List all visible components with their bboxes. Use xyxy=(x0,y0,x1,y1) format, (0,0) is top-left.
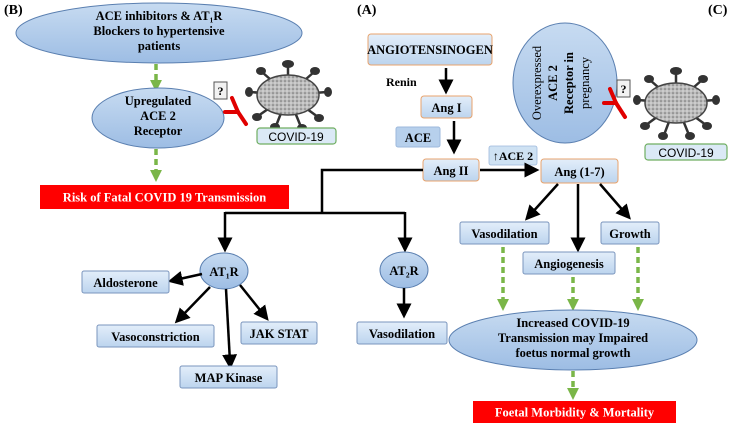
covid-label-box-b xyxy=(256,127,337,145)
overexpressed-line-1: Overexpressed xyxy=(530,45,544,120)
map-kinase-label: MAP Kinase xyxy=(195,371,263,385)
at1r-label: AT₁R xyxy=(209,265,239,279)
at2r-ellipse: AT₂R xyxy=(379,251,429,289)
ang2-label: Ang II xyxy=(433,164,468,178)
increased-covid-ellipse: Increased COVID-19 Transmission may Impa… xyxy=(448,309,698,371)
vasoconstriction-label: Vasoconstriction xyxy=(111,330,199,344)
panel-label-b: (B) xyxy=(4,3,23,18)
question-box-b xyxy=(213,81,228,100)
upregulated-line-3: Receptor xyxy=(134,124,183,138)
vasodilation-c-label: Vasodilation xyxy=(471,227,537,241)
receptor-icon-c xyxy=(602,87,627,119)
vasodilation-at2-label: Vasodilation xyxy=(369,327,435,341)
foetal-banner xyxy=(473,401,676,423)
panel-label-c: (C) xyxy=(708,3,728,18)
overexpressed-line-3: Receptor in xyxy=(562,52,576,114)
ace2-box xyxy=(488,145,538,166)
angiotensinogen-label: ANGIOTENSINOGEN xyxy=(367,43,493,57)
jak-stat-box xyxy=(240,321,318,345)
angiotensinogen-box xyxy=(367,33,493,66)
increased-line-3: foetus normal growth xyxy=(515,346,630,360)
ang1-box xyxy=(420,95,473,119)
ang17-box xyxy=(540,158,619,184)
angiogenesis-box xyxy=(522,251,616,275)
risk-banner xyxy=(40,185,289,209)
branch-ang2-left xyxy=(320,168,423,213)
risk-text: Risk of Fatal COVID 19 Transmission xyxy=(63,191,266,205)
covid-label-box-c xyxy=(644,143,728,161)
ang17-label: Ang (1-7) xyxy=(554,165,604,179)
overexpressed-line-2: ACE 2 xyxy=(546,65,560,101)
upregulated-line-2: ACE 2 xyxy=(140,109,176,123)
aldosterone-box xyxy=(81,270,170,294)
overexpressed-ellipse: Overexpressed ACE 2 Receptor in pregnanc… xyxy=(512,22,618,144)
upregulated-ace2-ellipse: Upregulated ACE 2 Receptor xyxy=(91,87,225,149)
increased-line-2: Transmission may Impaired xyxy=(498,331,648,345)
question-box-c xyxy=(616,79,631,98)
vasodilation-at2-box xyxy=(356,321,448,345)
ace-inhibitors-line-1: ACE inhibitors & AT₁R xyxy=(96,9,224,23)
panel-label-a: (A) xyxy=(357,3,377,18)
increased-line-1: Increased COVID-19 xyxy=(516,316,629,330)
vasoconstriction-box xyxy=(96,324,215,348)
ace-box xyxy=(395,126,441,148)
arrow-ang17-growth xyxy=(599,183,631,220)
vasodilation-c-box xyxy=(459,221,550,245)
foetal-text: Foetal Morbidity & Mortality xyxy=(495,406,655,420)
question-mark-c: ? xyxy=(621,82,627,96)
overexpressed-line-4: pregnancy xyxy=(578,56,592,109)
question-mark-b: ? xyxy=(218,84,224,98)
at1r-ellipse: AT₁R xyxy=(199,252,249,290)
ace2-label: ↑ACE 2 xyxy=(493,149,533,163)
ace-inhibitors-ellipse: ACE inhibitors & AT₁R Blockers to hypert… xyxy=(15,2,303,64)
renin-label: Renin xyxy=(386,75,417,89)
map-kinase-box xyxy=(179,365,278,389)
arrow-at1r-vasoconstriction xyxy=(174,286,211,324)
arrow-ang17-vasodilation xyxy=(524,183,559,221)
covid-label-b: COVID-19 xyxy=(268,130,324,144)
angiogenesis-label: Angiogenesis xyxy=(534,257,604,271)
growth-label: Growth xyxy=(609,227,650,241)
arrow-at1r-jak xyxy=(239,284,269,321)
arrow-at1r-aldosterone xyxy=(167,271,203,286)
receptor-icon-b xyxy=(223,96,248,126)
growth-box xyxy=(600,221,660,245)
virus-icon-c xyxy=(633,67,720,140)
jak-stat-label: JAK STAT xyxy=(250,327,310,341)
covid-label-c: COVID-19 xyxy=(658,146,714,160)
upregulated-line-1: Upregulated xyxy=(125,94,191,108)
at2r-label: AT₂R xyxy=(389,264,419,278)
aldosterone-label: Aldosterone xyxy=(93,276,158,290)
ang1-label: Ang I xyxy=(431,101,461,115)
virus-icon-b xyxy=(245,60,332,132)
ace-inhibitors-line-2: Blockers to hypertensive xyxy=(93,24,225,38)
arrow-at1r-map xyxy=(222,288,238,370)
ace-label: ACE xyxy=(405,131,431,145)
ace-inhibitors-line-3: patients xyxy=(138,39,181,53)
